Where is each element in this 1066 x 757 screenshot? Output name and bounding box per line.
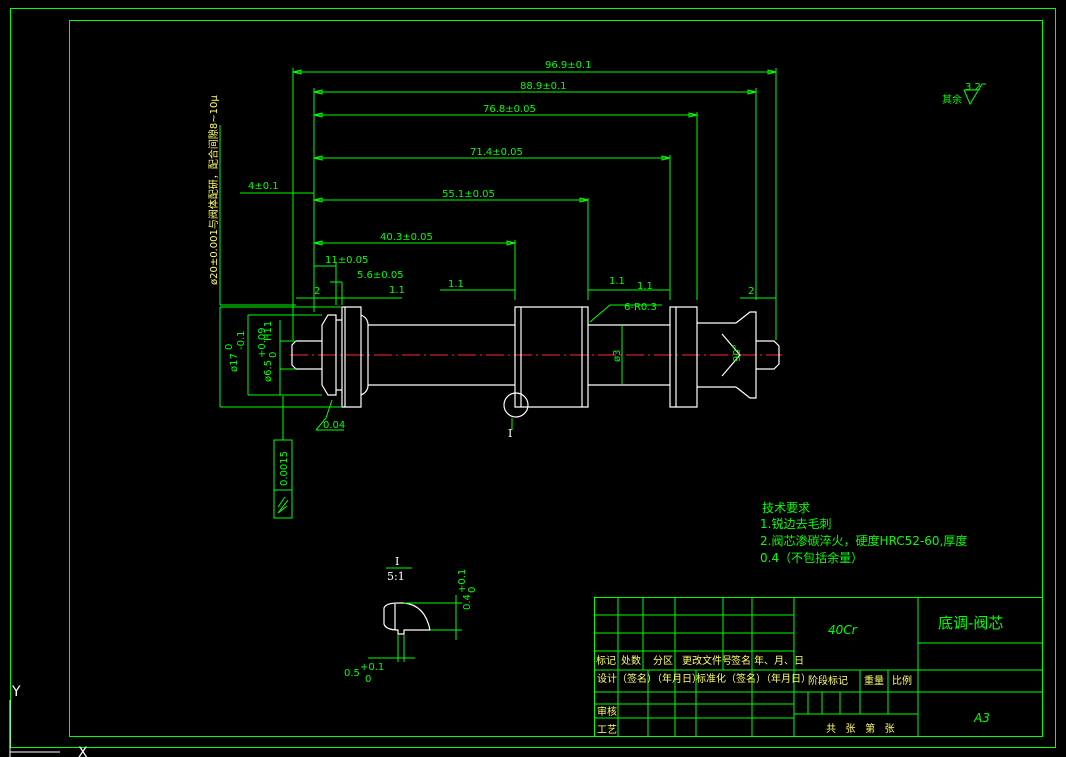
outer-sheet-border: [10, 8, 1056, 748]
material: 40Cr: [828, 623, 858, 637]
technical-requirements: 技术要求 1.锐边去毛刺 2.阀芯渗碳淬火，硬度HRC52-60,厚度 0.4（…: [760, 501, 967, 565]
dim-dia-6-5-tol-up: +0.09: [257, 327, 268, 358]
part-name: 底调-阀芯: [938, 614, 1003, 632]
dim-dia-17: ø17: [229, 353, 240, 372]
ucs-x-label: X: [78, 745, 88, 757]
detail-tag-label: I: [508, 427, 512, 440]
tech-line-2: 2.阀芯渗碳淬火，硬度HRC52-60,厚度: [760, 533, 967, 548]
flatness-value: 0.04: [323, 420, 345, 431]
detail-depth-tol-low: 0: [467, 587, 478, 593]
hdr-biaoji: 标记: [596, 655, 616, 667]
left-fillet: [360, 314, 369, 396]
right-cone: [735, 311, 757, 399]
dimension-labels: 96.9±0.1 88.9±0.1 76.8±0.05 71.4±0.05 55…: [207, 60, 754, 514]
dim-71-4: 71.4±0.05: [470, 147, 523, 158]
runout-symbol: [277, 496, 289, 514]
runout-value: 0.0015: [279, 451, 290, 486]
detail-scale: 5:1: [387, 570, 405, 583]
hdr-fenqu: 分区: [653, 655, 673, 667]
sheet-size: A3: [973, 711, 990, 725]
detail-width-tol-low: 0: [365, 674, 371, 685]
cone-angle-lines: [721, 333, 741, 377]
detail-depth: 0.4: [462, 594, 473, 610]
roughness-symbol: 其余 3.2: [942, 82, 986, 106]
right-pin: [756, 340, 780, 370]
hdr-gengai: 更改文件号: [682, 654, 732, 667]
hdr-chushu: 处数: [621, 654, 641, 667]
left-pin: [291, 340, 322, 370]
middle-land: [514, 306, 589, 408]
sheet-count: 共 张 第 张: [826, 722, 895, 735]
tech-title: 技术要求: [762, 501, 810, 515]
row-gongyi: 工艺: [597, 724, 617, 736]
dim-5-6: 5.6±0.05: [357, 270, 404, 281]
dim-1-1-a: 1.1: [389, 285, 405, 296]
hdr-qianming: 签名: [731, 654, 751, 667]
roughness-label: 其余: [942, 93, 962, 106]
detail-groove-profile: [383, 602, 431, 635]
dim-dia-17-tol-up: 0: [224, 344, 235, 350]
dim-2-left: 2: [314, 286, 320, 297]
detail-label: I: [395, 555, 399, 568]
row-sheji: 设计（签名）（年月日）: [597, 672, 702, 685]
right-land: [669, 306, 698, 408]
dim-76-8: 76.8±0.05: [483, 104, 536, 115]
dim-dia-3: ø3: [612, 350, 623, 362]
dim-1-1-d: 1.1: [637, 281, 653, 292]
dim-dia-6-5-tol-low: 0: [268, 352, 279, 358]
label-zhongliang: 重量: [864, 674, 884, 687]
roughness-value: 3.2: [965, 82, 981, 93]
label-bili: 比例: [892, 674, 912, 687]
inner-drawing-frame: [69, 20, 1043, 737]
main-view: [290, 306, 782, 418]
dim-40-3: 40.3±0.05: [380, 232, 433, 243]
dim-dia-6-5: ø6.5: [263, 360, 274, 382]
detail-width-tol-up: +0.1: [360, 662, 384, 673]
dim-dia-6-5-fit: H11: [263, 321, 274, 341]
cone-angle: 90°: [732, 344, 743, 362]
hdr-date: 年、月、日: [754, 654, 804, 667]
ucs-icon: Y X: [9, 684, 88, 757]
dim-96-9: 96.9±0.1: [545, 60, 592, 71]
tech-line-1: 1.锐边去毛刺: [760, 517, 831, 531]
title-block: 40Cr 底调-阀芯 A3 标记 处数 分区 更改文件号 签名 年、月、日 设计…: [594, 597, 1043, 737]
dim-1-1-b: 1.1: [448, 279, 464, 290]
ucs-y-label: Y: [11, 684, 21, 700]
vertical-note: ø20±0.001与阀体配研，配合间隙8~10μ: [207, 95, 220, 285]
dim-1-1-c: 1.1: [609, 276, 625, 287]
detail-width: 0.5: [344, 668, 360, 679]
dim-55-1: 55.1±0.05: [442, 189, 495, 200]
dim-11: 11±0.05: [325, 255, 368, 266]
detail-circle[interactable]: [503, 392, 529, 418]
dim-dia-17-tol-low: -0.1: [236, 330, 247, 350]
dimension-lines: [219, 68, 777, 519]
left-flange: [321, 314, 337, 396]
label-jieduan: 阶段标记: [808, 674, 848, 687]
row-biaozhunhua: 标准化（签名）（年月日）: [696, 672, 811, 685]
left-land: [341, 306, 362, 408]
detail-view-I: I 5:1 0.4 +0.1 0 0.5 +0.1 0: [344, 555, 478, 685]
dim-4: 4±0.1: [248, 181, 279, 192]
row-shenhe: 审核: [597, 705, 617, 718]
dim-2-right: 2: [748, 286, 754, 297]
detail-depth-tol-up: +0.1: [457, 569, 468, 593]
fillet-note: 6-R0.3: [624, 302, 657, 313]
dim-88-9: 88.9±0.1: [520, 81, 567, 92]
tech-line-3: 0.4（不包括余量）: [760, 550, 863, 565]
